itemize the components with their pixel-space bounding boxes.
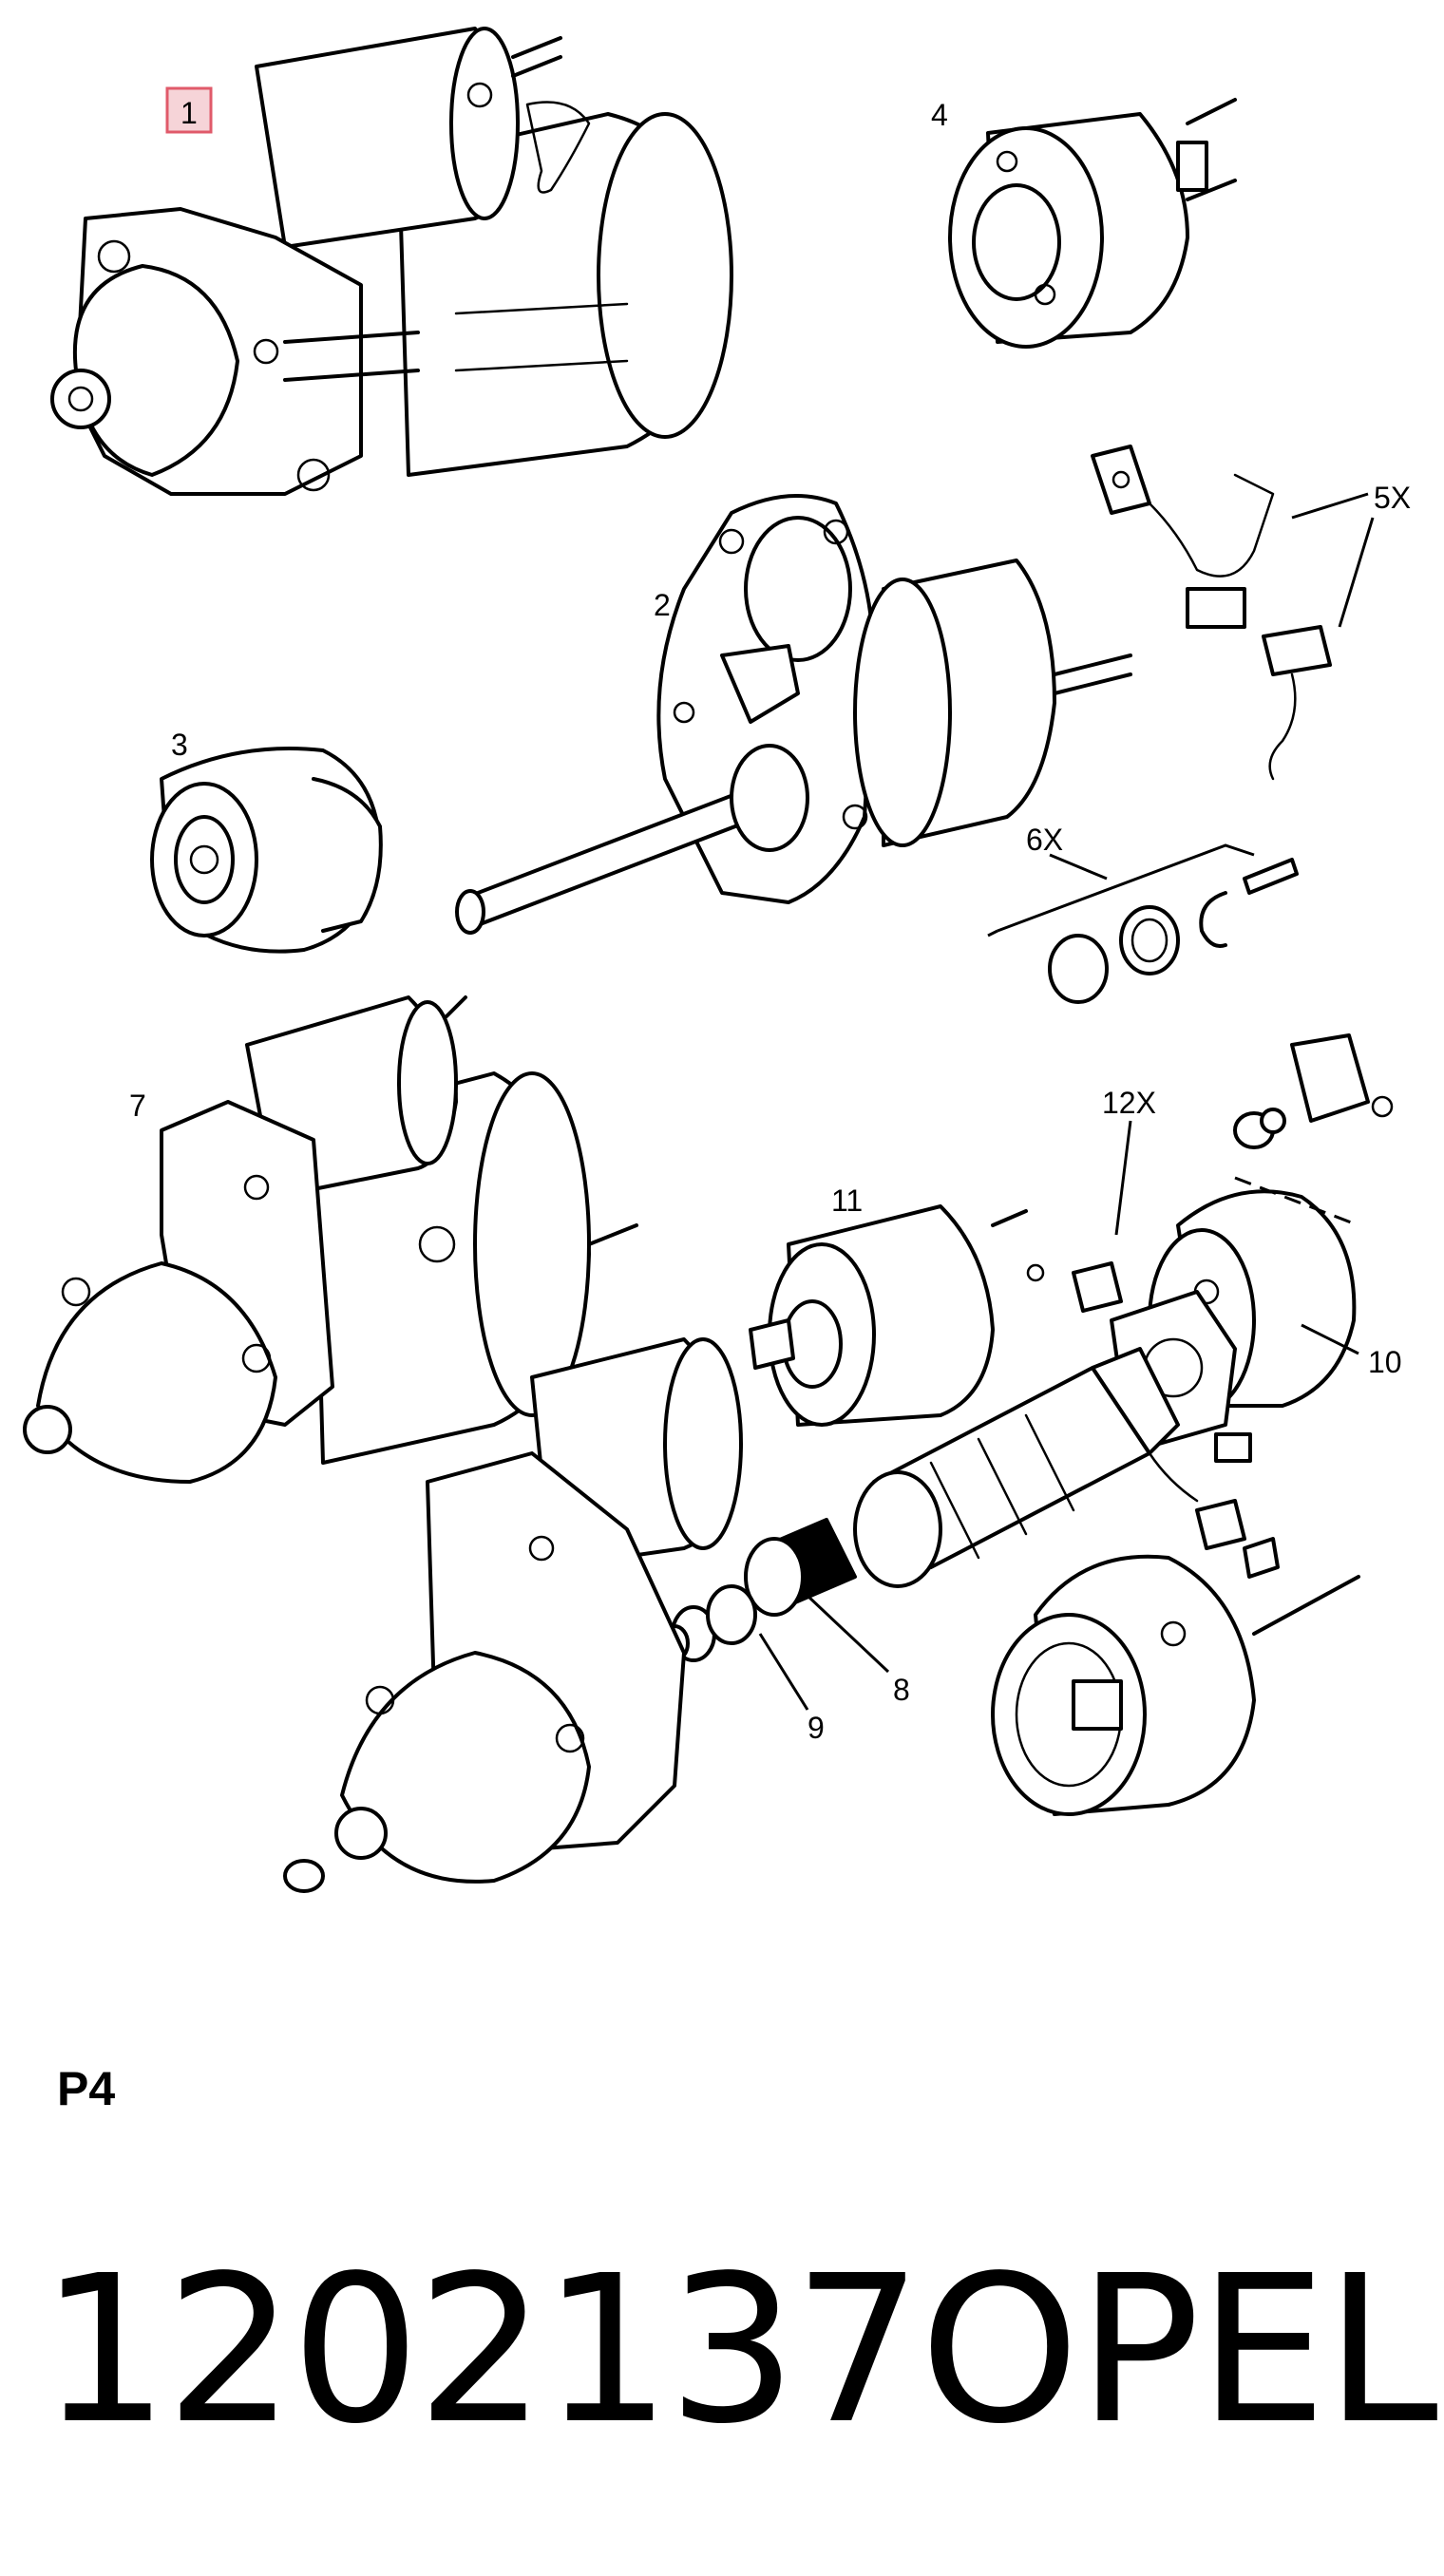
callout-4[interactable]: 4: [931, 98, 948, 132]
part-4-solenoid: [948, 98, 1237, 349]
callout-12x[interactable]: 12X: [1102, 1086, 1156, 1120]
callout-5x[interactable]: 5X: [1374, 481, 1411, 515]
callout-9[interactable]: 9: [808, 1711, 825, 1745]
callout-1[interactable]: 1: [180, 96, 198, 130]
part-8-pinion: [744, 1518, 890, 1674]
part-number: 1202137: [40, 2232, 922, 2469]
part-5x-brush-set: [1091, 445, 1375, 781]
field-frame-yoke: [991, 1537, 1360, 1816]
part-6x-bush-kit: [987, 843, 1299, 1004]
armature: [853, 1347, 1180, 1588]
callout-6x[interactable]: 6X: [1026, 823, 1063, 857]
callout-7[interactable]: 7: [129, 1089, 146, 1123]
part-11-solenoid: [749, 1204, 1045, 1427]
callout-11[interactable]: 11: [831, 1184, 863, 1218]
part-1-starter-assembly: [50, 27, 733, 496]
callout-labels: 1 2 3 4 5X 6X 7 8 9 10 11 12X: [129, 86, 1411, 1745]
page-label: P4: [57, 2062, 116, 2115]
part-3-pinion-drive: [150, 747, 383, 954]
callout-10[interactable]: 10: [1368, 1345, 1402, 1379]
part-2-drive-end-bracket: [455, 494, 1132, 935]
callout-1-highlight: [165, 86, 213, 134]
part-12x-brush-plate: [1072, 1120, 1252, 1550]
part-7-starter-assembly: [23, 995, 638, 1484]
drive-end-housing-exploded: [283, 1337, 743, 1893]
brand-name: OPEL: [920, 2232, 1438, 2469]
callout-8[interactable]: 8: [893, 1673, 910, 1707]
callout-3[interactable]: 3: [171, 728, 188, 762]
callout-2[interactable]: 2: [654, 588, 671, 622]
